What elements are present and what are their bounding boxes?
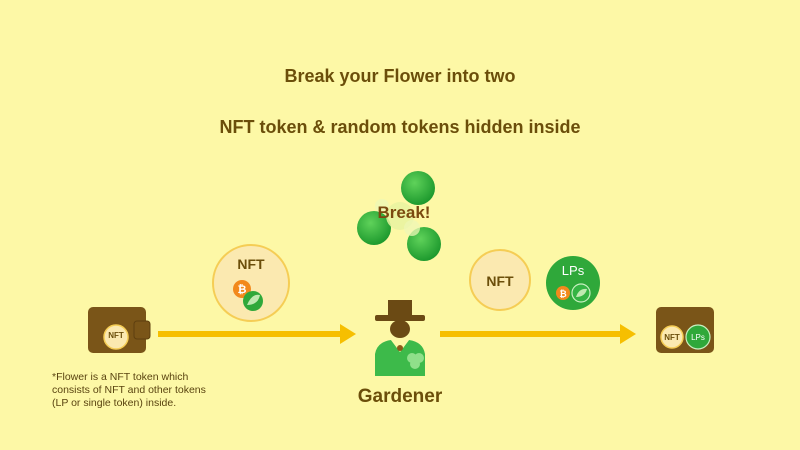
output-nft-label: NFT (486, 273, 514, 289)
flower-circle-nft-label: NFT (237, 256, 265, 272)
footnote-line2: consists of NFT and other tokens (52, 384, 206, 396)
arrow-right-icon (440, 324, 636, 344)
right-wallet-lps-badge: LPs (691, 333, 705, 342)
footnote-line3: (LP or single token) inside. (52, 397, 177, 409)
wallet-icon (88, 307, 151, 353)
left-wallet-nft-badge: NFT (108, 331, 124, 340)
svg-text:₿: ₿ (559, 289, 566, 300)
svg-text:₿: ₿ (238, 283, 247, 296)
clover-icon (357, 171, 441, 261)
output-nft-circle (469, 249, 531, 311)
gardener-icon (375, 300, 425, 376)
wallet-icon (656, 307, 714, 353)
headline-line1: Break your Flower into two (284, 66, 516, 86)
break-label: Break! (377, 203, 431, 222)
bitcoin-icon: ₿ (233, 280, 263, 311)
arrow-right-icon (158, 324, 356, 344)
footnote-line1: *Flower is a NFT token which (52, 371, 189, 383)
headline-line2: NFT token & random tokens hidden inside (219, 117, 581, 137)
lps-token-circle: ₿ (546, 256, 600, 310)
right-wallet-nft-badge: NFT (664, 333, 680, 342)
lps-label: LPs (561, 263, 585, 278)
gardener-label: Gardener (357, 386, 443, 407)
footnote: *Flower is a NFT token which consists of… (52, 371, 262, 410)
